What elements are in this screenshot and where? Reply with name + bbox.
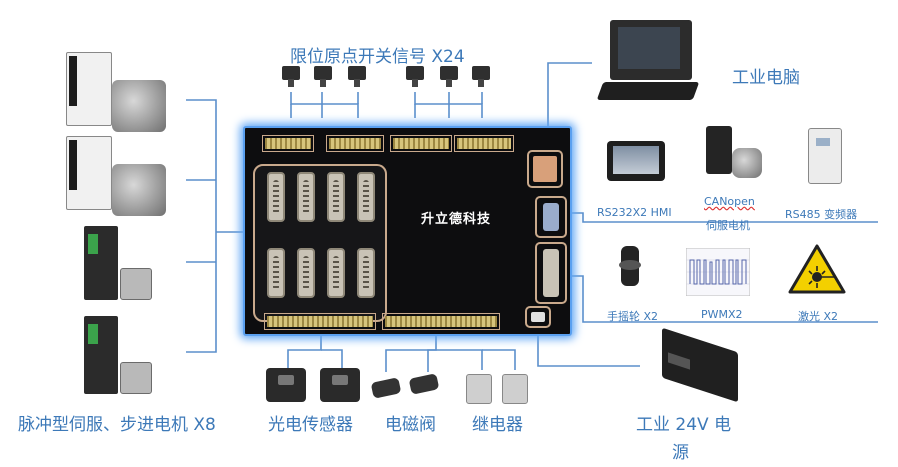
power-label-1: 工业 24V 电	[636, 415, 732, 435]
board-brand: 升立德科技	[421, 212, 492, 227]
solenoid-valve-label: 电磁阀	[385, 415, 436, 435]
motion-control-board: 升立德科技	[243, 126, 572, 336]
servo-motor-icon	[66, 136, 170, 220]
terminal-block	[262, 135, 314, 152]
laser-warning-icon	[788, 244, 846, 294]
handwheel-icon	[615, 244, 647, 294]
servo-motor-icon	[66, 52, 170, 136]
photo-sensor-icon	[266, 368, 362, 406]
solenoid-valve-icon	[370, 372, 444, 408]
terminal-block	[326, 135, 384, 152]
laser-label: 激光 X2	[798, 310, 839, 323]
vfd-icon	[808, 128, 844, 186]
stepper-motor-icon	[84, 316, 156, 400]
hmi-touchscreen-icon	[607, 141, 667, 183]
industrial-pc-icon	[596, 20, 700, 106]
terminal-block	[454, 135, 514, 152]
canopen-servo-label-2: 伺服电机	[706, 219, 750, 232]
limit-switches-label: 限位原点开关信号 X24	[290, 47, 465, 67]
power-port	[525, 306, 551, 328]
limit-switch-icon	[406, 64, 496, 94]
relay-label: 继电器	[472, 415, 523, 435]
terminal-block	[382, 313, 500, 330]
terminal-block	[264, 313, 376, 330]
hmi-label: RS232X2 HMI	[597, 206, 672, 219]
handwheel-label: 手摇轮 X2	[607, 310, 659, 323]
rs232-port	[535, 196, 567, 238]
motors-label: 脉冲型伺服、步进电机 X8	[18, 415, 216, 435]
industrial-pc-label: 工业电脑	[732, 68, 800, 88]
ethernet-port	[527, 150, 563, 188]
limit-switch-icon	[282, 64, 372, 94]
stepper-motor-icon	[84, 226, 156, 306]
relay-icon	[466, 372, 530, 406]
canopen-servo-label-1: CANopen	[704, 195, 755, 208]
terminal-block	[390, 135, 452, 152]
power-supply-icon	[658, 327, 744, 403]
pwm-waveform-icon	[685, 247, 751, 297]
power-label-2: 源	[672, 443, 689, 463]
vfd-label: RS485 变频器	[785, 208, 858, 221]
photo-sensor-label: 光电传感器	[268, 415, 353, 435]
pwm-label: PWMX2	[701, 308, 743, 321]
handwheel-port	[535, 242, 567, 304]
motor-connector-group	[253, 164, 387, 322]
canopen-servo-icon	[702, 126, 766, 184]
